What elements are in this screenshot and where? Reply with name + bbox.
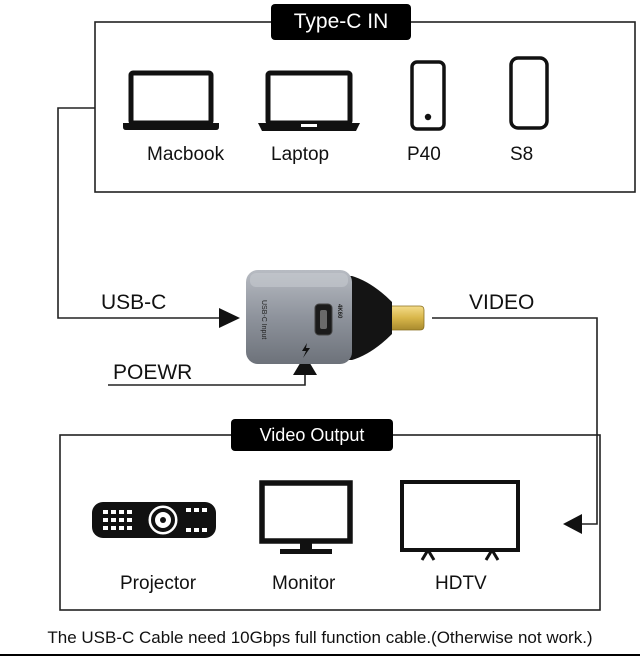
projector-icon [92, 502, 216, 538]
device-label-macbook: Macbook [147, 144, 225, 165]
phone-s8-icon [509, 56, 549, 130]
adapter-body [246, 270, 352, 364]
device-label-hdtv: HDTV [435, 573, 487, 594]
device-label-projector: Projector [120, 573, 197, 594]
usb-c-arrowhead [219, 308, 240, 328]
power-arrowhead [293, 355, 317, 375]
device-label-p40: P40 [407, 144, 441, 165]
adapter-plug [387, 305, 425, 331]
device-label-monitor: Monitor [272, 573, 336, 594]
hdtv-icon [400, 480, 520, 561]
adapter-boot [342, 276, 392, 360]
macbook-icon [123, 70, 219, 130]
footnote-cable-requirement: The USB-C Cable need 10Gbps full functio… [47, 628, 593, 647]
type-c-in-title: Type-C IN [271, 4, 411, 40]
phone-p40-icon [410, 60, 446, 131]
video-output-title: Video Output [231, 419, 393, 451]
device-label-s8: S8 [510, 144, 534, 165]
video-arrowhead [563, 514, 582, 534]
power-label: POEWR [113, 361, 193, 384]
device-label-laptop: Laptop [271, 144, 330, 165]
adapter-illustration: USB-C Input 4K60 [246, 270, 425, 364]
laptop-icon [258, 70, 360, 131]
usb-c-label: USB-C [101, 291, 167, 314]
lightning-bolt-icon [302, 343, 310, 358]
footnote-underline [0, 654, 640, 656]
usb-c-connection-line [57, 107, 225, 319]
video-connection-line [432, 317, 598, 525]
monitor-icon [259, 480, 353, 554]
adapter-port-label: 4K60 [336, 304, 342, 319]
video-label: VIDEO [469, 291, 535, 314]
power-connection-line [108, 372, 306, 386]
adapter-body-text: USB-C Input [260, 300, 267, 339]
